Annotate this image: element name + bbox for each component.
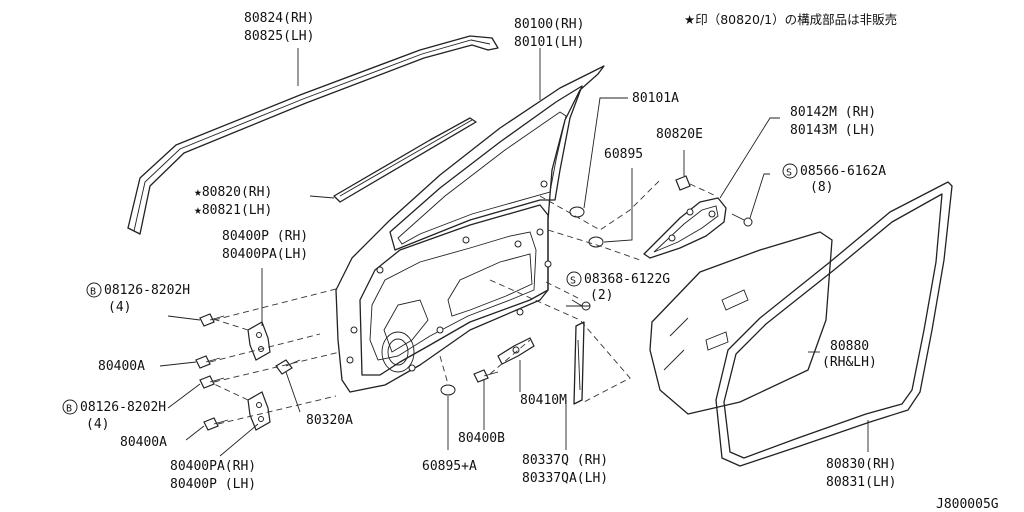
assembly-lines [209,179,717,425]
label-moulding-rh: 80824(RH) [244,11,314,26]
label-hinge-lower-rh: 80400PA(RH) [170,459,256,474]
label-moulding-lh: 80825(LH) [244,29,314,44]
clip [675,175,691,191]
upper-hinge [247,321,271,361]
diagram-id: J800005G [936,497,999,512]
svg-text:B: B [66,404,72,415]
door-seal [715,181,953,467]
label-door-lh: 80101(LH) [514,35,584,50]
bolt-b [473,369,499,383]
label-screw-b: 08368-6122G [584,272,670,287]
label-bolt-lower: 08126-8202H [80,400,166,415]
label-bolt-lower-qty: (4) [86,417,109,432]
check-link [497,337,535,365]
label-plug-a: 60895+A [422,459,477,474]
plug-a [440,384,456,396]
leader-lines [159,48,869,457]
label-clip: 80820E [656,127,703,142]
weatherstrip [333,117,477,203]
label-door-rh: 80100(RH) [514,17,584,32]
lower-hinge [247,391,271,431]
rear-sash [573,321,585,405]
svg-text:B: B [90,287,96,298]
plug [588,236,604,248]
label-bolt-b: 80400B [458,431,505,446]
marker-screw-a: S [782,163,798,179]
door-moulding [127,35,499,235]
svg-text:S: S [786,168,792,179]
label-sash-rh: 80337Q (RH) [522,453,608,468]
label-hinge-lower-lh: 80400P (LH) [170,477,256,492]
label-weatherstrip-lh: ★80821(LH) [194,203,272,218]
label-seal-rh: 80830(RH) [826,457,896,472]
bolt-upper-2 [195,355,221,369]
marker-screw-b: S [566,271,582,287]
screw-b [571,299,591,311]
bolt-lower-2 [203,417,229,431]
marker-bolt-upper: B [86,282,102,298]
label-check-link: 80410M [520,393,567,408]
svg-text:S: S [570,276,576,287]
note-text: ★印（80820/1）の構成部品は非販売 [684,12,897,27]
door-shell [335,65,605,393]
marker-bolt-lower: B [62,399,78,415]
label-bolt-upper: 08126-8202H [104,283,190,298]
label-screen-side: (RH&LH) [822,355,877,370]
label-stopper: 80320A [306,413,353,428]
label-screen: 80880 [830,339,869,354]
label-sash-lh: 80337QA(LH) [522,471,608,486]
label-weatherstrip-rh: ★80820(RH) [194,185,272,200]
label-bolt-a-upper: 80400A [98,359,145,374]
label-hinge-upper-rh: 80400P (RH) [222,229,308,244]
bolt-lower-1 [199,375,225,389]
grommet [569,206,585,218]
label-bolt-upper-qty: (4) [108,300,131,315]
label-plug: 60895 [604,147,643,162]
label-screw-a-qty: (8) [810,180,833,195]
bracket [643,197,727,259]
label-hinge-upper-lh: 80400PA(LH) [222,247,308,262]
sealing-screen [649,231,833,415]
label-seal-lh: 80831(LH) [826,475,896,490]
label-visor-lh: 80143M (LH) [790,123,876,138]
label-bolt-a-lower: 80400A [120,435,167,450]
screw-a [731,213,753,227]
label-screw-b-qty: (2) [590,288,613,303]
label-grommet: 80101A [632,91,679,106]
label-visor-rh: 80142M (RH) [790,105,876,120]
label-screw-a: 08566-6162A [800,164,886,179]
bolt-upper-1 [199,313,225,327]
